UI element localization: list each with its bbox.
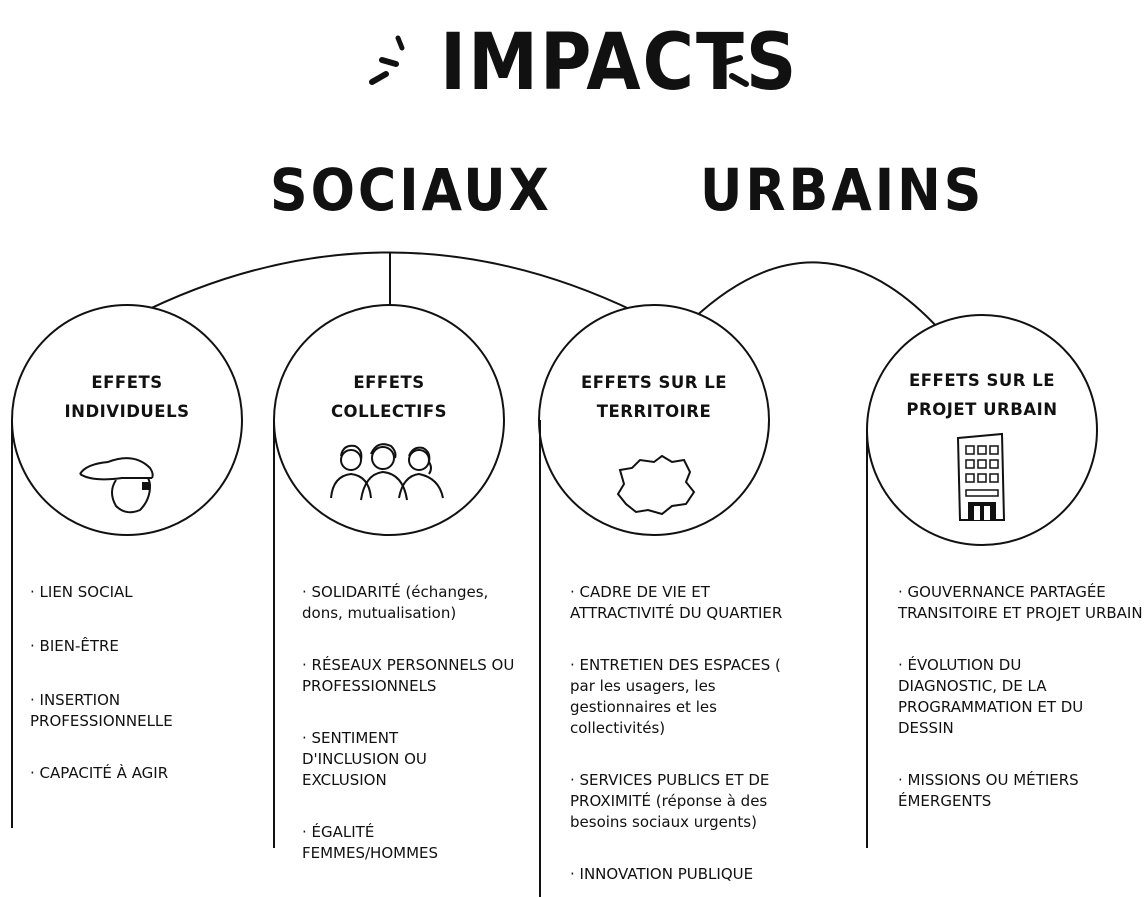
effect-title-individuels: EFFETS INDIVIDUELS (64, 373, 190, 421)
effect-title-territoire: EFFETS SUR LE TERRITOIRE (581, 373, 727, 421)
list-effets-collectifs: · SOLIDARITÉ (échanges, dons, mutualisat… (302, 582, 532, 864)
list-item: · INSERTION PROFESSIONNELLE (30, 691, 173, 730)
face-with-cap-icon (79, 457, 154, 514)
list-item: · LIEN SOCIAL (30, 583, 133, 601)
list-effets-projet-urbain: · GOUVERNANCE PARTAGÉE TRANSITOIRE ET PR… (898, 582, 1146, 812)
list-item: · SOLIDARITÉ (échanges, dons, mutualisat… (302, 583, 489, 622)
building-icon (956, 432, 1006, 521)
list-item: · RÉSEAUX PERSONNELS OU PROFESSIONNELS (302, 656, 515, 695)
list-item: · ÉGALITÉ FEMMES/HOMMES (302, 823, 439, 862)
list-item: · INNOVATION PUBLIQUE (570, 865, 754, 883)
list-item: · BIEN-ÊTRE (30, 637, 119, 655)
effect-title-collectifs: EFFETS COLLECTIFS (330, 373, 448, 421)
group-of-people-icon (330, 443, 444, 501)
territory-map-icon (616, 454, 696, 516)
list-effets-individuels: · LIEN SOCIAL · BIEN-ÊTRE · INSERTION PR… (30, 582, 250, 784)
urban-arc (691, 261, 941, 331)
list-item: · CAPACITÉ À AGIR (30, 764, 169, 782)
right-sparkle-icon (719, 35, 749, 87)
group-label-urban: URBAINS (700, 156, 985, 224)
left-sparkle-icon (369, 35, 405, 85)
list-item: · ENTRETIEN DES ESPACES ( par les usager… (570, 656, 781, 737)
list-effets-territoire: · CADRE DE VIE ET ATTRACTIVITÉ DU QUARTI… (570, 582, 815, 885)
list-item: · SENTIMENT D'INCLUSION OU EXCLUSION (302, 729, 427, 789)
effect-title-projet-urbain: EFFETS SUR LE PROJET URBAIN (906, 371, 1058, 419)
list-item: · CADRE DE VIE ET ATTRACTIVITÉ DU QUARTI… (570, 583, 783, 622)
list-item: · MISSIONS OU MÉTIERS ÉMERGENTS (898, 771, 1079, 810)
list-item: · SERVICES PUBLICS ET DE PROXIMITÉ (répo… (570, 771, 770, 831)
group-label-social: SOCIAUX (270, 156, 552, 224)
list-item: · GOUVERNANCE PARTAGÉE TRANSITOIRE ET PR… (898, 583, 1143, 622)
list-item: · ÉVOLUTION DU DIAGNOSTIC, DE LA PROGRAM… (898, 656, 1084, 737)
